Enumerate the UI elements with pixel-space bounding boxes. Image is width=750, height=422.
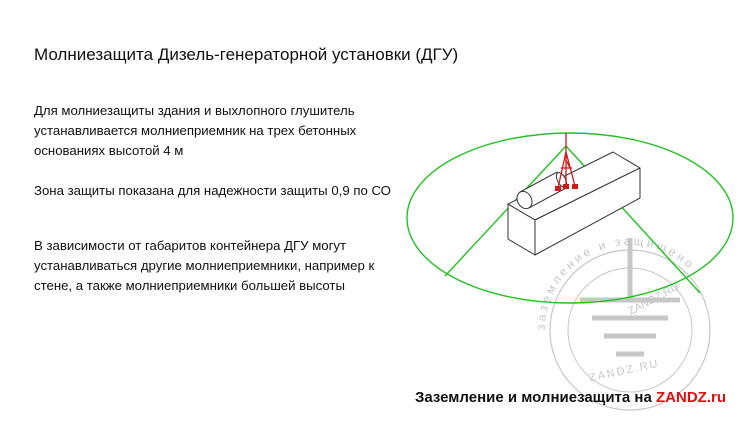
ground-icon — [580, 238, 680, 357]
watermark-bottom-text: ZANDZ.RU — [588, 358, 661, 385]
container-side — [534, 167, 641, 256]
zone-base-ellipse — [406, 132, 734, 304]
lightning-protection-illustration: заземление и защищено ZANDZ.RU ZANDZ.RU — [406, 132, 734, 411]
lightning-rod — [555, 133, 578, 191]
footer-credit: Заземление и молниезащита на ZANDZ.ru — [415, 389, 726, 406]
footer-brand-link[interactable]: ZANDZ.ru — [656, 389, 726, 406]
paragraph-other-rods: В зависимости от габаритов контейнера ДГ… — [34, 238, 375, 293]
rod-base-1 — [555, 186, 561, 191]
zandz-watermark: заземление и защищено ZANDZ.RU ZANDZ.RU — [534, 234, 711, 411]
exhaust-muffler — [516, 171, 568, 210]
paragraph-protection-zone: Зона защиты показана для надежности защи… — [34, 183, 391, 198]
paragraph-rod-installation: Для молниезащиты здания и выхлопного глу… — [34, 103, 357, 158]
footer-text: Заземление и молниезащита на — [414, 389, 656, 406]
rod-base-3 — [572, 184, 578, 189]
rod-base-2 — [563, 184, 569, 189]
zone-cone-left — [444, 145, 567, 277]
slide-title: Молниезащита Дизель-генераторной установ… — [34, 45, 459, 64]
